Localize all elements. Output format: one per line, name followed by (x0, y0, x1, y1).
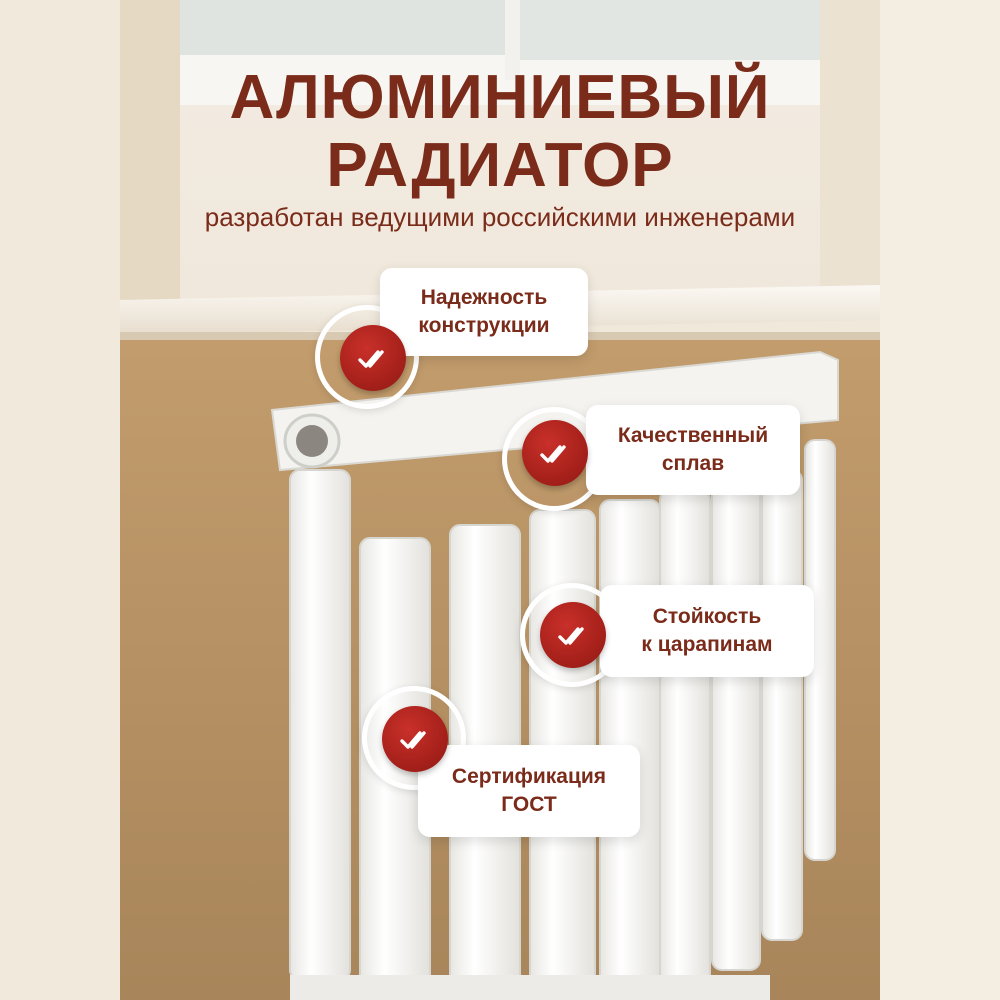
feature-2-badge (522, 420, 588, 486)
feature-2-line-2: сплав (661, 452, 725, 475)
feature-3-line-1: Стойкость (652, 605, 762, 628)
double-check-icon (540, 445, 566, 463)
feature-4-line-1: Сертификация (451, 765, 607, 788)
double-check-icon (400, 731, 426, 749)
feature-4-ring (362, 686, 466, 790)
feature-2-line-1: Качественный (617, 424, 769, 447)
double-check-icon (358, 350, 384, 368)
feature-1-line-2: конструкции (418, 314, 550, 337)
subtitle: разработан ведущими российскими инженера… (204, 202, 796, 232)
feature-1-label: Надежность конструкции (380, 268, 588, 356)
feature-3-label: Стойкость к царапинам (600, 585, 814, 677)
feature-2-label: Качественный сплав (586, 405, 800, 495)
feature-3-badge (540, 602, 606, 668)
double-check-icon (558, 627, 584, 645)
page-title-line-2: РАДИАТОР (326, 131, 674, 200)
feature-4-badge (382, 706, 448, 772)
feature-1-ring (315, 305, 419, 409)
feature-4-line-2: ГОСТ (501, 793, 557, 816)
feature-1-line-1: Надежность (420, 286, 548, 309)
feature-1-badge (340, 325, 406, 391)
page-title-line-1: АЛЮМИНИЕВЫЙ (229, 63, 771, 132)
feature-3-line-2: к царапинам (641, 633, 773, 656)
